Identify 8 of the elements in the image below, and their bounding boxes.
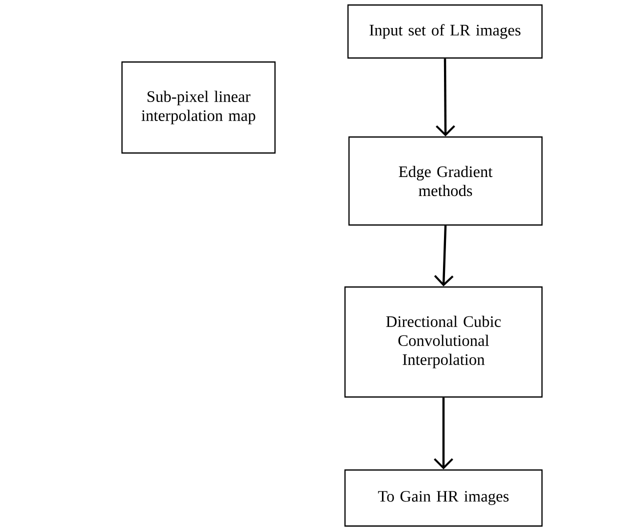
process-box: Sub-pixel linear interpolation map [121, 61, 276, 154]
process-box: Directional Cubic Convolutional Interpolation [344, 286, 543, 398]
arrow [434, 226, 454, 286]
process-box: Input set of LR images [347, 4, 543, 59]
process-box: Edge Gradient methods [348, 136, 543, 226]
arrow [436, 58, 456, 136]
process-box: To Gain HR images [344, 469, 543, 527]
arrow [434, 398, 454, 470]
